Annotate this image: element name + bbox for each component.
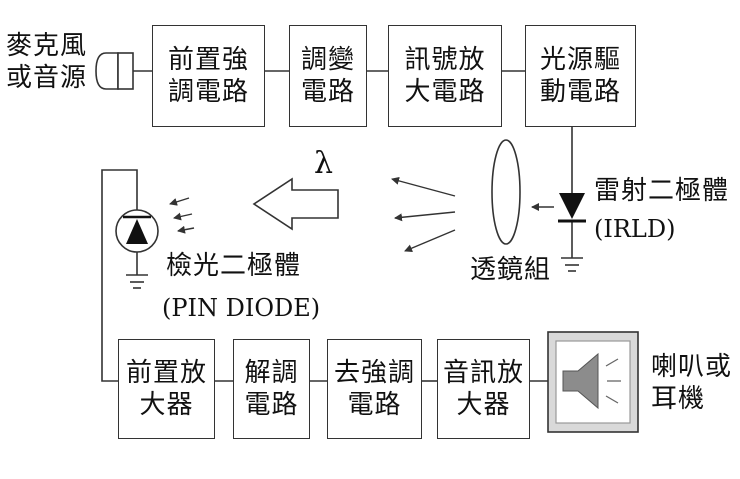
preamp-label: 前置放 大器: [125, 358, 207, 420]
de-emphasis-box: 去強調 電路: [327, 339, 422, 439]
photo-diode-code: (PIN DIODE): [162, 294, 321, 322]
demodulator-box: 解調 電路: [233, 339, 310, 439]
signal-amp-label: 訊號放 大電路: [404, 45, 486, 107]
ground-symbol-icon: [561, 257, 583, 272]
incident-light-arrows: [169, 197, 195, 234]
light-direction-arrow: [252, 177, 339, 231]
signal-amp-box: 訊號放 大電路: [388, 25, 502, 127]
light-rays: [391, 176, 456, 252]
modulator-box: 調變 電路: [289, 25, 367, 127]
audio-amp-label: 音訊放 大器: [442, 358, 524, 420]
light-driver-box: 光源驅 動電路: [525, 25, 636, 127]
laser-diode-label: 雷射二極體: [594, 176, 730, 206]
lens-label: 透鏡組: [470, 255, 552, 285]
speaker-label: 喇叭或 耳機: [651, 352, 733, 414]
modulator-label: 調變 電路: [300, 45, 355, 107]
laser-diode-code: (IRLD): [594, 215, 676, 243]
pre-emphasis-label: 前置強 調電路: [167, 45, 249, 107]
lens-icon: [491, 139, 521, 245]
preamp-box: 前置放 大器: [118, 339, 215, 439]
top-chain-connectors: [133, 70, 573, 258]
wavelength-label: λ: [314, 146, 335, 181]
speaker-icon: [547, 331, 639, 433]
laser-diode-icon: [558, 193, 586, 223]
photo-diode-label: 檢光二極體: [166, 251, 302, 281]
mic-label: 麥克風 或音源: [6, 31, 88, 93]
pre-emphasis-box: 前置強 調電路: [152, 25, 265, 127]
de-emphasis-label: 去強調 電路: [333, 358, 415, 420]
ground-symbol-icon: [126, 274, 148, 289]
audio-amp-box: 音訊放 大器: [437, 339, 530, 439]
photo-diode-icon: [115, 209, 159, 253]
receiver-wiring: [101, 169, 548, 382]
demodulator-label: 解調 電路: [244, 358, 299, 420]
light-driver-label: 光源驅 動電路: [539, 45, 621, 107]
microphone-jack-icon: [95, 52, 134, 90]
